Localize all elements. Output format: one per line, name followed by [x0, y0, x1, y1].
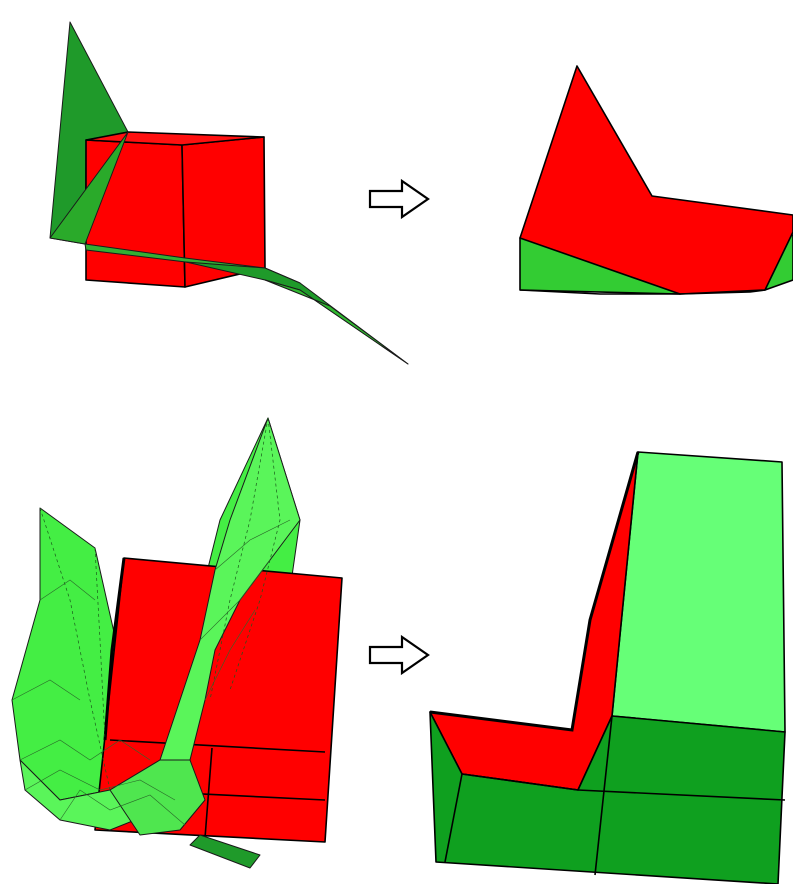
- bottom-surface-front-fold: [109, 759, 206, 836]
- bottom-block-v-edge: [204, 747, 213, 839]
- bottom-input-scene: [11, 417, 343, 869]
- top-result-scene: [519, 65, 793, 295]
- bottom-result-edge-4: [461, 773, 579, 791]
- top-result-bottom-edge: [519, 289, 766, 295]
- right-arrow-icon: [368, 634, 430, 676]
- bottom-result-edge-1: [444, 773, 463, 863]
- top-sheet-tail-light: [264, 279, 409, 365]
- top-input-scene: [49, 21, 409, 365]
- bottom-block-left-shadow: [103, 557, 126, 741]
- right-arrow-icon: [368, 178, 430, 220]
- bottom-block-h-edge: [109, 739, 326, 753]
- bottom-result-light-top: [611, 451, 786, 733]
- top-cube-front-face: [85, 139, 186, 288]
- bottom-surface-tail: [189, 834, 261, 869]
- bottom-result-scene: [429, 451, 786, 884]
- top-cube-top-face: [85, 131, 265, 146]
- bottom-surface-mesh: [11, 417, 291, 826]
- bottom-result-edge-2: [577, 789, 786, 801]
- top-sheet-front-strip: [49, 131, 129, 245]
- bottom-result-wall-shadow: [429, 451, 640, 732]
- bottom-result-edge-3: [594, 715, 613, 876]
- bottom-surface-sweep: [19, 417, 301, 831]
- top-result-red-top: [519, 65, 793, 295]
